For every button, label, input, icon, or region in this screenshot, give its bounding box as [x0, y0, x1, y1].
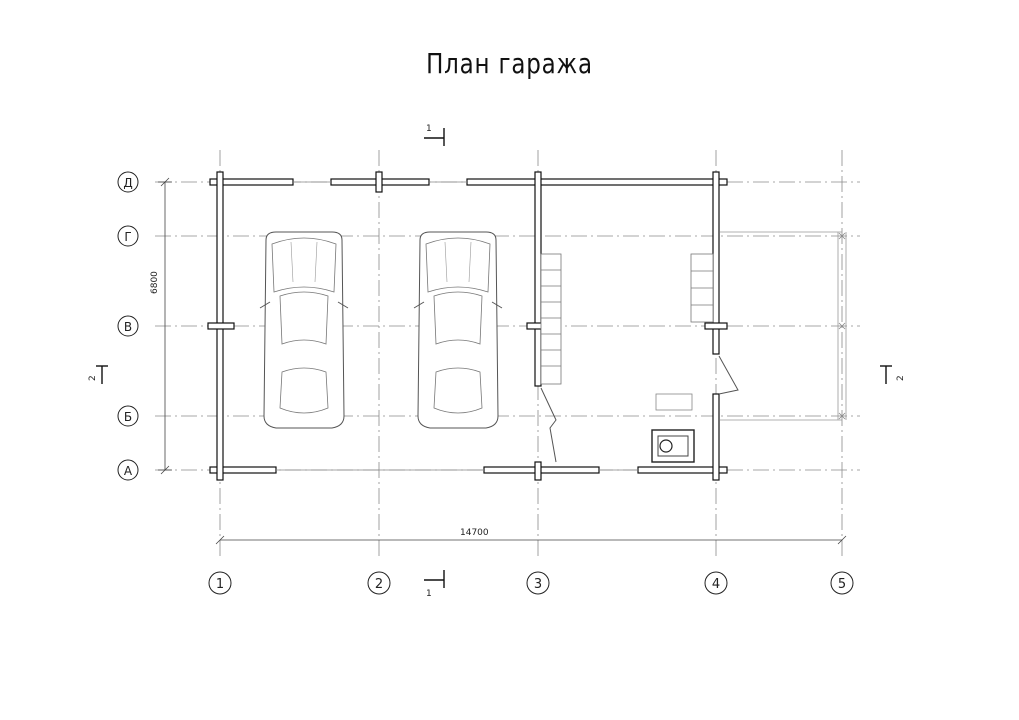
stairs	[540, 253, 714, 385]
dimension-lines	[158, 177, 847, 545]
axis-grid	[155, 150, 860, 560]
svg-text:5: 5	[838, 577, 846, 592]
axis-bubbles-numbers: 1 2 3 4 5	[208, 571, 854, 595]
section-2-left-label: 2	[88, 375, 98, 381]
openings	[276, 181, 638, 471]
car-right	[413, 231, 503, 429]
axis-bubble-3: 3	[526, 571, 550, 595]
svg-text:2: 2	[375, 577, 383, 592]
page-title: План гаража	[426, 47, 593, 80]
svg-text:Г: Г	[124, 230, 131, 244]
svg-text:В: В	[124, 320, 132, 334]
terrace-post-markers	[838, 232, 846, 420]
axis-bubble-2: 2	[367, 571, 391, 595]
section-marks	[96, 128, 892, 588]
section-1-top-label: 1	[426, 124, 432, 134]
axis-bubble-d: Д	[117, 171, 139, 193]
door-swings	[540, 355, 739, 463]
axis-bubble-g: Г	[117, 225, 139, 247]
axis-bubble-1: 1	[208, 571, 232, 595]
axis-bubble-4: 4	[704, 571, 728, 595]
section-1-bottom-label: 1	[426, 589, 432, 599]
dim-height-label: 6800	[150, 271, 160, 294]
svg-text:А: А	[124, 464, 133, 478]
axis-bubble-v: В	[117, 315, 139, 337]
boiler-unit	[651, 429, 695, 463]
terrace-outline	[720, 231, 847, 421]
svg-text:Д: Д	[123, 176, 132, 190]
dim-width-label: 14700	[460, 528, 489, 538]
axis-bubble-5: 5	[830, 571, 854, 595]
axis-bubble-a: А	[117, 459, 139, 481]
section-2-right-label: 2	[896, 375, 906, 381]
svg-text:4: 4	[712, 577, 720, 592]
axis-bubble-b: Б	[117, 405, 139, 427]
svg-text:Б: Б	[124, 410, 132, 424]
svg-text:3: 3	[534, 577, 542, 592]
axis-bubbles-letters: Д Г В Б А	[117, 171, 139, 481]
car-left	[259, 231, 349, 429]
table	[655, 393, 693, 411]
svg-text:1: 1	[216, 577, 224, 592]
